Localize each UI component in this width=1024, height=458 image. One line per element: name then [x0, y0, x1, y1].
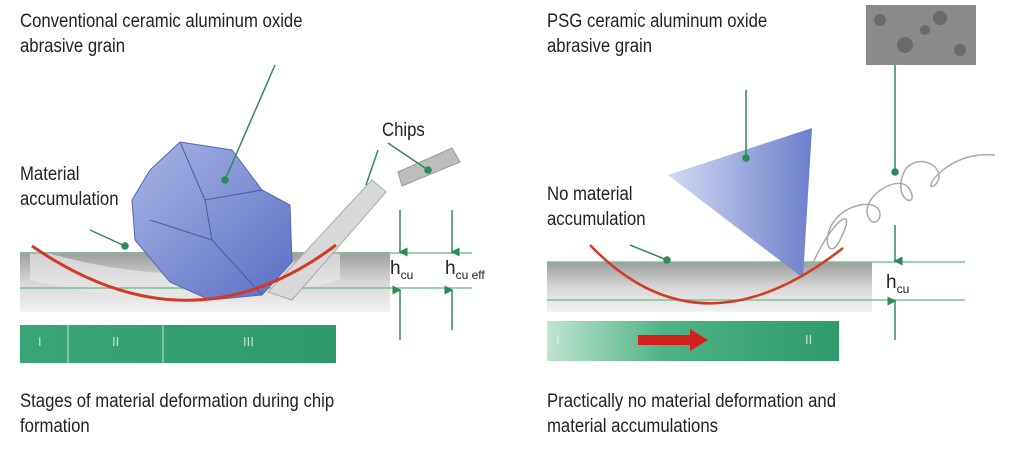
hcu-label-left: hcu [390, 258, 414, 282]
texture-noise [874, 11, 966, 56]
right-deformation-arc [589, 244, 844, 305]
no-material-accumulation-label: No material accumulation [547, 184, 646, 230]
material-accumulation-label: Material accumulation [20, 164, 119, 210]
right-grain-label: PSG ceramic aluminum oxide abrasive grai… [547, 11, 768, 57]
right-caption: Practically no material deformation and … [547, 391, 837, 437]
left-caption: Stages of material deformation during ch… [20, 391, 335, 437]
grain-texture-image [866, 5, 976, 65]
grain-facet-lines-3 [149, 219, 213, 241]
left-grain-label: Conventional ceramic aluminum oxide abra… [20, 11, 303, 57]
right-leaders [629, 65, 903, 340]
right-stage-bar [547, 321, 839, 361]
psg-grain [668, 128, 812, 278]
direction-arrow [638, 329, 708, 351]
stage-label-2: II [112, 334, 120, 349]
hcu-eff-label: hcu eff [445, 258, 485, 282]
right-stage-label-1: I [556, 332, 560, 347]
conventional-grain [131, 141, 293, 301]
stage-label-3: III [243, 334, 254, 349]
left-leaders [89, 64, 460, 340]
chips-label: Chips [382, 120, 425, 141]
stage-label-1: I [38, 334, 42, 349]
right-chip-curl [809, 154, 996, 271]
right-stage-label-2: II [805, 332, 813, 347]
hcu-label-right: hcu [886, 272, 910, 296]
left-stage-bar [20, 325, 336, 363]
left-deformation-arc [31, 243, 337, 302]
